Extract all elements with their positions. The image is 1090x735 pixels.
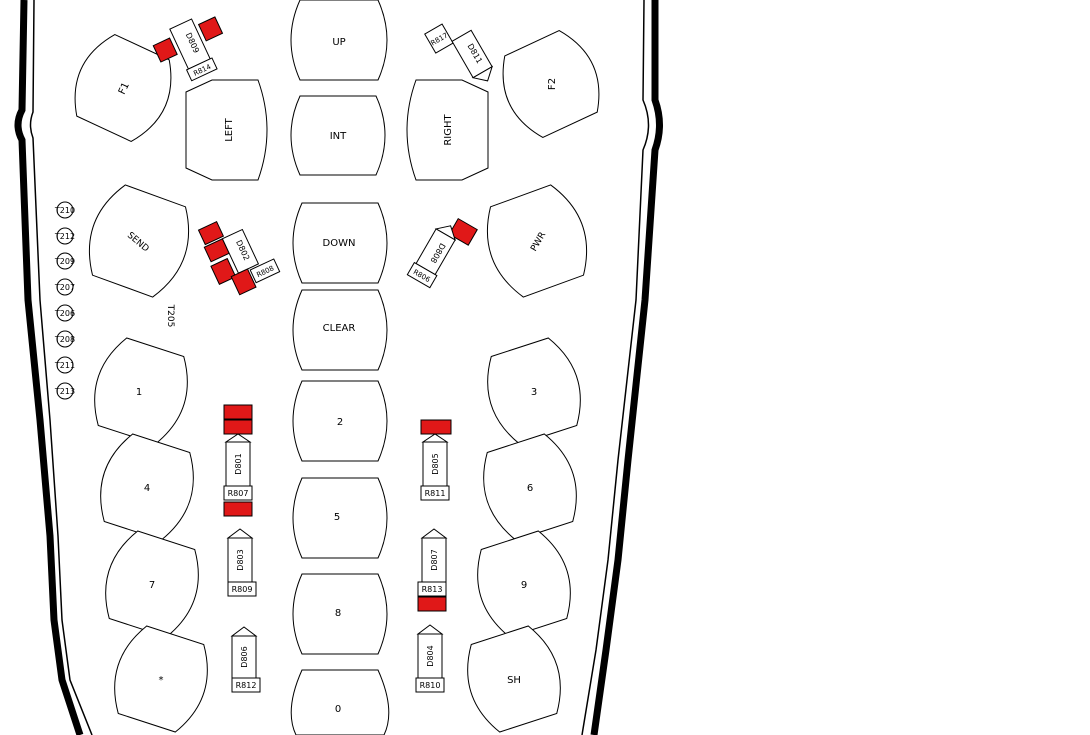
key-star[interactable]: * xyxy=(104,621,218,735)
red-marker xyxy=(223,404,253,420)
key-8[interactable]: 8 xyxy=(292,573,388,655)
key-9-label: 9 xyxy=(521,580,527,591)
component-d804: D804 xyxy=(426,645,435,666)
component-d805-cluster: D805 R811 xyxy=(420,419,452,501)
component-r812: R812 xyxy=(236,681,257,690)
key-clear-label: CLEAR xyxy=(323,323,356,334)
key-f2-label: F2 xyxy=(547,78,558,90)
component-d802-cluster: D802 R808 xyxy=(197,220,281,296)
svg-text:T209: T209 xyxy=(54,257,75,266)
component-r810: R810 xyxy=(420,681,441,690)
key-1-label: 1 xyxy=(136,387,142,398)
key-int-label: INT xyxy=(330,131,347,142)
key-9[interactable]: 9 xyxy=(467,526,581,641)
key-0-label: 0 xyxy=(335,704,341,715)
red-marker xyxy=(417,596,447,612)
key-f2[interactable]: F2 xyxy=(490,24,611,144)
svg-text:T206: T206 xyxy=(54,309,75,318)
testpoint-t213: T213 xyxy=(54,382,75,400)
key-f1-label: F1 xyxy=(117,81,132,97)
red-marker xyxy=(152,37,178,63)
board-outline xyxy=(14,0,663,735)
key-6[interactable]: 6 xyxy=(473,429,587,544)
key-up[interactable]: UP xyxy=(290,0,388,81)
key-1[interactable]: 1 xyxy=(84,333,198,448)
component-d808-cluster: D808 R806 xyxy=(406,217,478,289)
key-5[interactable]: 5 xyxy=(292,477,388,559)
component-r813: R813 xyxy=(422,585,443,594)
component-d804-cluster: D804 R810 xyxy=(415,624,445,693)
key-6-label: 6 xyxy=(527,483,533,494)
component-r807: R807 xyxy=(228,489,249,498)
component-d801: D801 xyxy=(234,453,243,474)
key-pwr[interactable]: PWR xyxy=(475,179,598,302)
testpoint-t210: T210 xyxy=(54,201,75,219)
key-right[interactable]: RIGHT xyxy=(406,79,489,181)
key-up-label: UP xyxy=(332,37,345,48)
testpoint-t205-label: T205 xyxy=(165,304,175,328)
key-sh-label: SH xyxy=(507,675,521,686)
component-d806-cluster: D806 R812 xyxy=(230,626,261,693)
svg-text:T210: T210 xyxy=(54,206,75,215)
svg-text:T207: T207 xyxy=(54,283,75,292)
component-r811: R811 xyxy=(425,489,446,498)
key-3-label: 3 xyxy=(531,387,537,398)
key-8-label: 8 xyxy=(335,608,341,619)
red-marker xyxy=(210,257,237,285)
testpoint-t207: T207 xyxy=(54,278,75,296)
key-left-label: LEFT xyxy=(224,117,235,141)
key-7-label: 7 xyxy=(149,580,155,591)
key-send[interactable]: SEND xyxy=(77,179,200,302)
testpoint-t209: T209 xyxy=(54,252,75,270)
key-3[interactable]: 3 xyxy=(477,333,591,448)
key-down[interactable]: DOWN xyxy=(292,202,388,284)
testpoint-t211: T211 xyxy=(54,356,75,374)
red-marker xyxy=(197,220,225,246)
red-marker xyxy=(420,419,452,435)
key-clear[interactable]: CLEAR xyxy=(292,289,388,371)
svg-text:T213: T213 xyxy=(54,387,75,396)
key-7[interactable]: 7 xyxy=(95,526,209,641)
component-d806: D806 xyxy=(240,646,249,667)
red-marker xyxy=(223,501,253,517)
key-left[interactable]: LEFT xyxy=(185,79,268,181)
key-down-label: DOWN xyxy=(323,238,356,249)
key-2[interactable]: 2 xyxy=(292,380,388,462)
red-marker xyxy=(197,16,224,42)
component-r809: R809 xyxy=(232,585,253,594)
testpoint-t206: T206 xyxy=(54,304,75,322)
key-sh[interactable]: SH xyxy=(457,621,571,735)
component-d803: D803 xyxy=(236,549,245,570)
key-0[interactable]: 0 xyxy=(290,669,390,735)
key-4-label: 4 xyxy=(144,483,150,494)
red-marker xyxy=(448,217,478,246)
red-marker xyxy=(230,268,257,296)
component-d807: D807 xyxy=(430,549,439,570)
testpoint-t208: T208 xyxy=(54,330,75,348)
testpoint-t212: T212 xyxy=(54,227,75,245)
svg-text:T208: T208 xyxy=(54,335,75,344)
component-d801-cluster: D801 R807 xyxy=(223,404,253,517)
key-2-label: 2 xyxy=(337,417,343,428)
component-d805: D805 xyxy=(431,453,440,474)
svg-text:T212: T212 xyxy=(54,232,75,241)
key-star-label: * xyxy=(159,675,164,686)
key-5-label: 5 xyxy=(334,512,340,523)
red-marker xyxy=(223,419,253,435)
component-d807-cluster: D807 R813 xyxy=(417,528,448,612)
key-f1[interactable]: F1 xyxy=(62,28,183,148)
key-4[interactable]: 4 xyxy=(90,429,204,544)
key-int[interactable]: INT xyxy=(290,95,386,176)
svg-text:T211: T211 xyxy=(54,361,75,370)
key-right-label: RIGHT xyxy=(443,113,454,145)
component-d803-cluster: D803 R809 xyxy=(226,528,257,597)
component-d811-cluster: R817 D811 xyxy=(424,23,493,82)
